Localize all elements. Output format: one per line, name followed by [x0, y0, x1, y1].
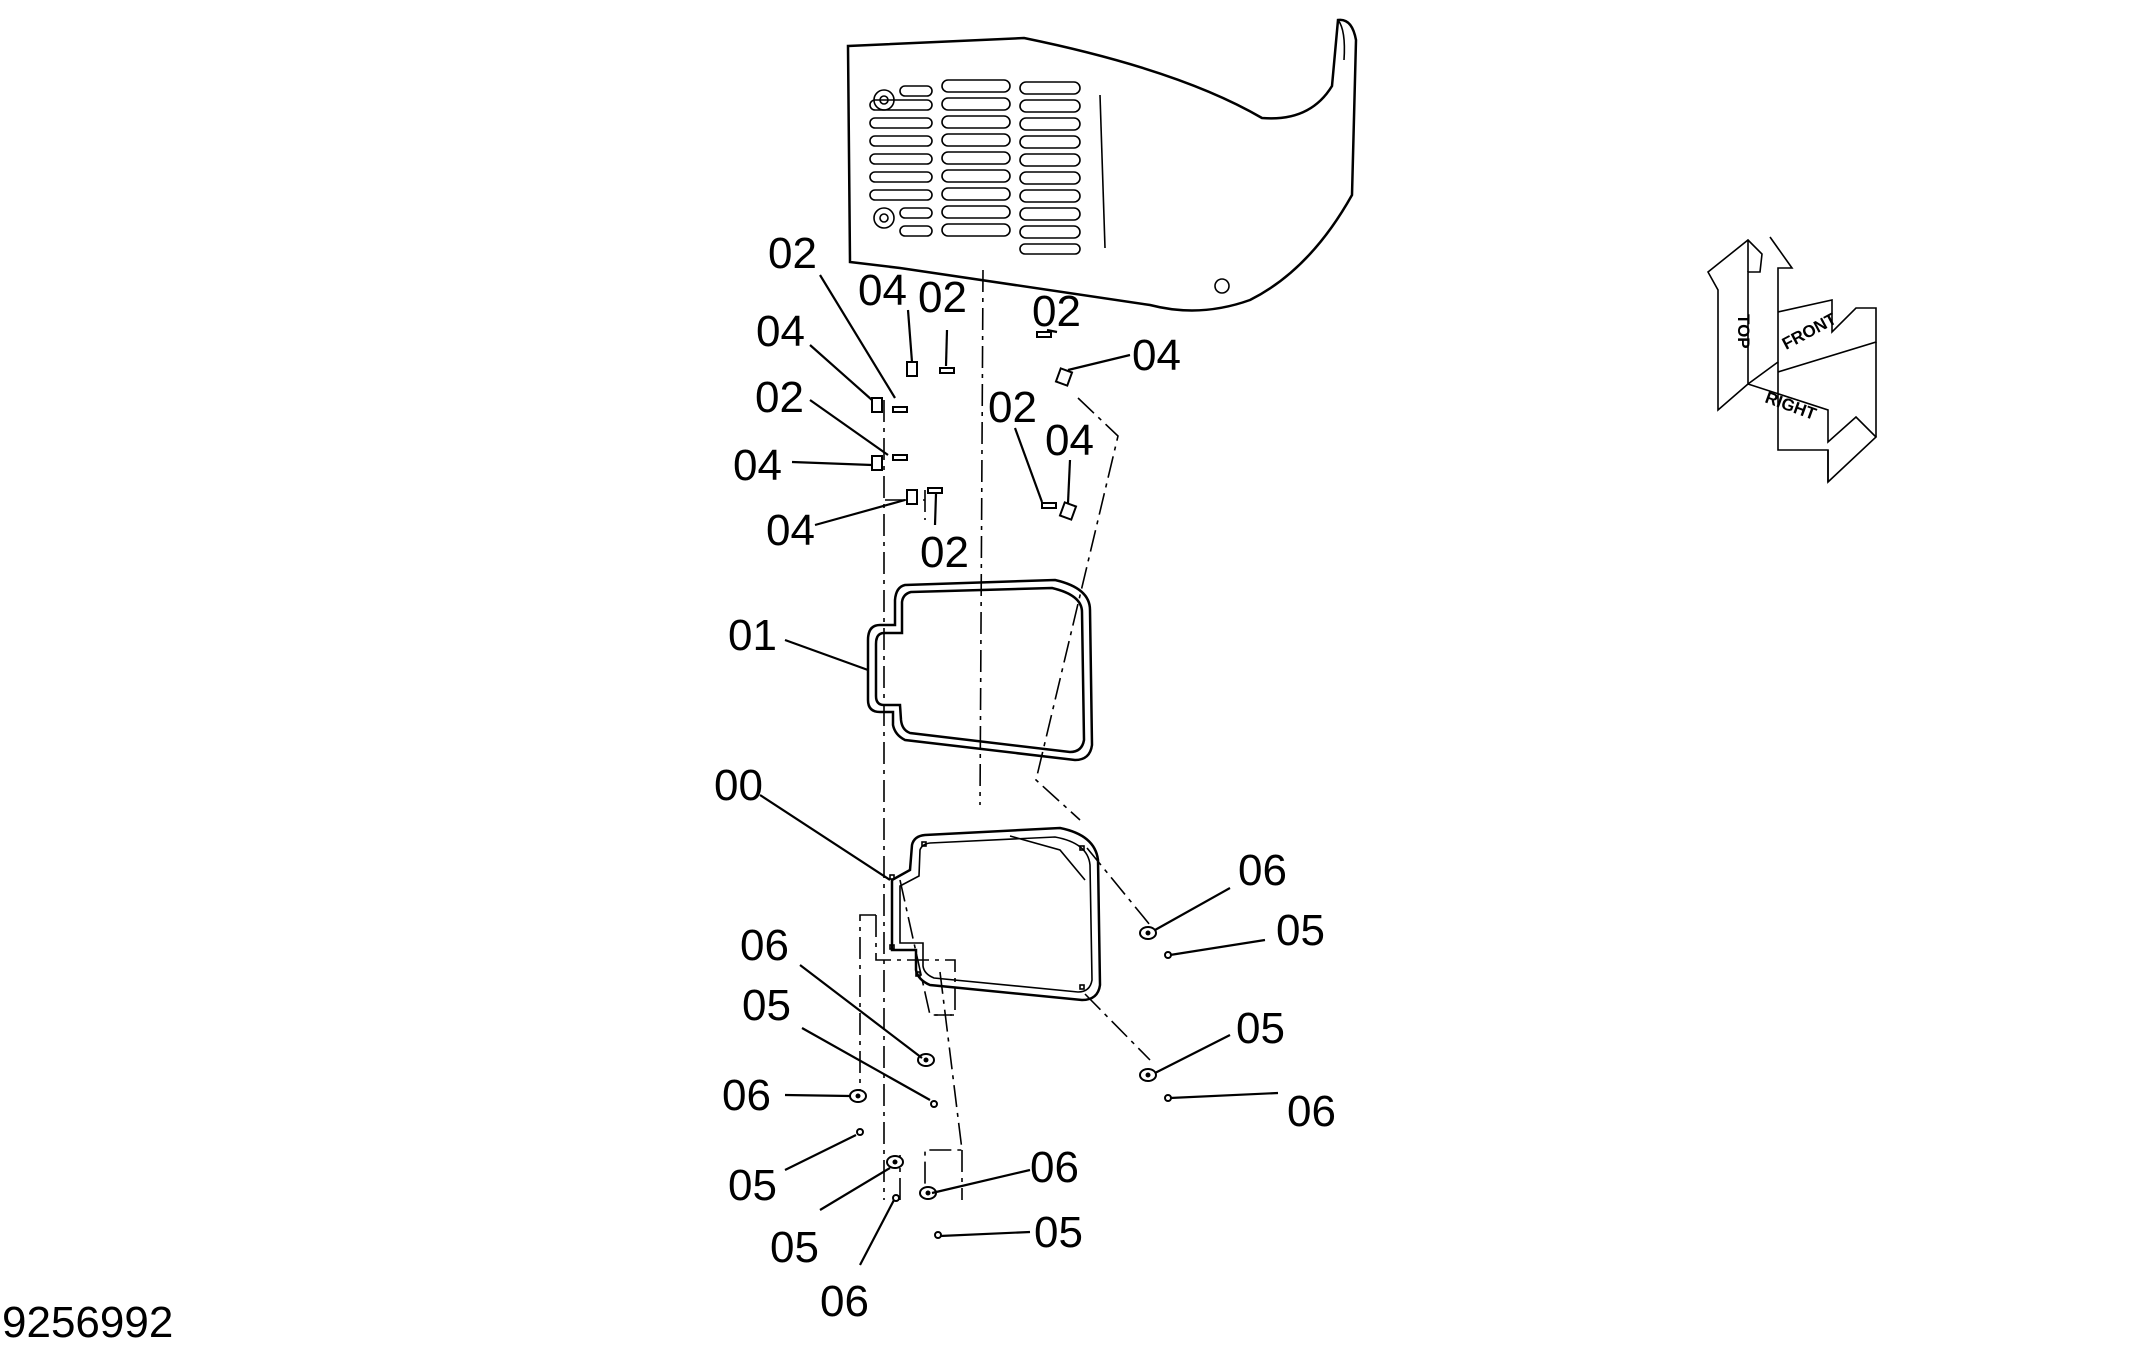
- callout-label: 06: [722, 1071, 771, 1120]
- callout-label: 01: [728, 611, 777, 660]
- callout-label: 05: [770, 1223, 819, 1272]
- callout-label: 04: [756, 307, 805, 356]
- callout-label: 02: [988, 383, 1037, 432]
- callout-label: 06: [820, 1277, 869, 1326]
- callout-label: 06: [1287, 1087, 1336, 1136]
- seal-part: [866, 578, 1094, 762]
- callout-label: 05: [742, 981, 791, 1030]
- panel-bolts: [873, 89, 1230, 294]
- callout-labels: 02 04 02 04 02 04 04 02 02 04 02 04 01 0…: [714, 229, 1336, 1326]
- callout-label: 05: [1034, 1208, 1083, 1257]
- front-axis-label: FRONT: [1779, 309, 1840, 354]
- callout-label: 06: [740, 921, 789, 970]
- callout-label: 04: [766, 506, 815, 555]
- clip-parts: [871, 331, 1078, 521]
- callout-label: 00: [714, 761, 763, 810]
- callout-label: 06: [1030, 1143, 1079, 1192]
- leader-lines: [759, 274, 1279, 1266]
- callout-label: 02: [920, 528, 969, 577]
- right-axis-label: RIGHT: [1763, 388, 1820, 424]
- assembly-lines: [859, 269, 1151, 1200]
- callout-label: 04: [1132, 331, 1181, 380]
- top-axis-label: TOP: [1734, 314, 1753, 349]
- callout-label: 05: [728, 1161, 777, 1210]
- callout-label: 06: [1238, 846, 1287, 895]
- callout-label: 04: [858, 266, 907, 315]
- callout-label: 04: [733, 441, 782, 490]
- orientation-indicator: TOP TOP FRONT FRONT RIGHT RIGHT: [1706, 236, 1878, 484]
- callout-label: 05: [1276, 906, 1325, 955]
- grille: [869, 79, 1081, 255]
- callout-label: 04: [1045, 416, 1094, 465]
- drawing-number: 9256992: [2, 1298, 174, 1347]
- callout-label: 02: [755, 373, 804, 422]
- gasket-base: [889, 826, 1102, 1002]
- callout-label: 02: [768, 229, 817, 278]
- callout-label: 05: [1236, 1004, 1285, 1053]
- callout-label: 02: [918, 273, 967, 322]
- callout-label: 02: [1032, 287, 1081, 336]
- cover-panel: [846, 18, 1358, 312]
